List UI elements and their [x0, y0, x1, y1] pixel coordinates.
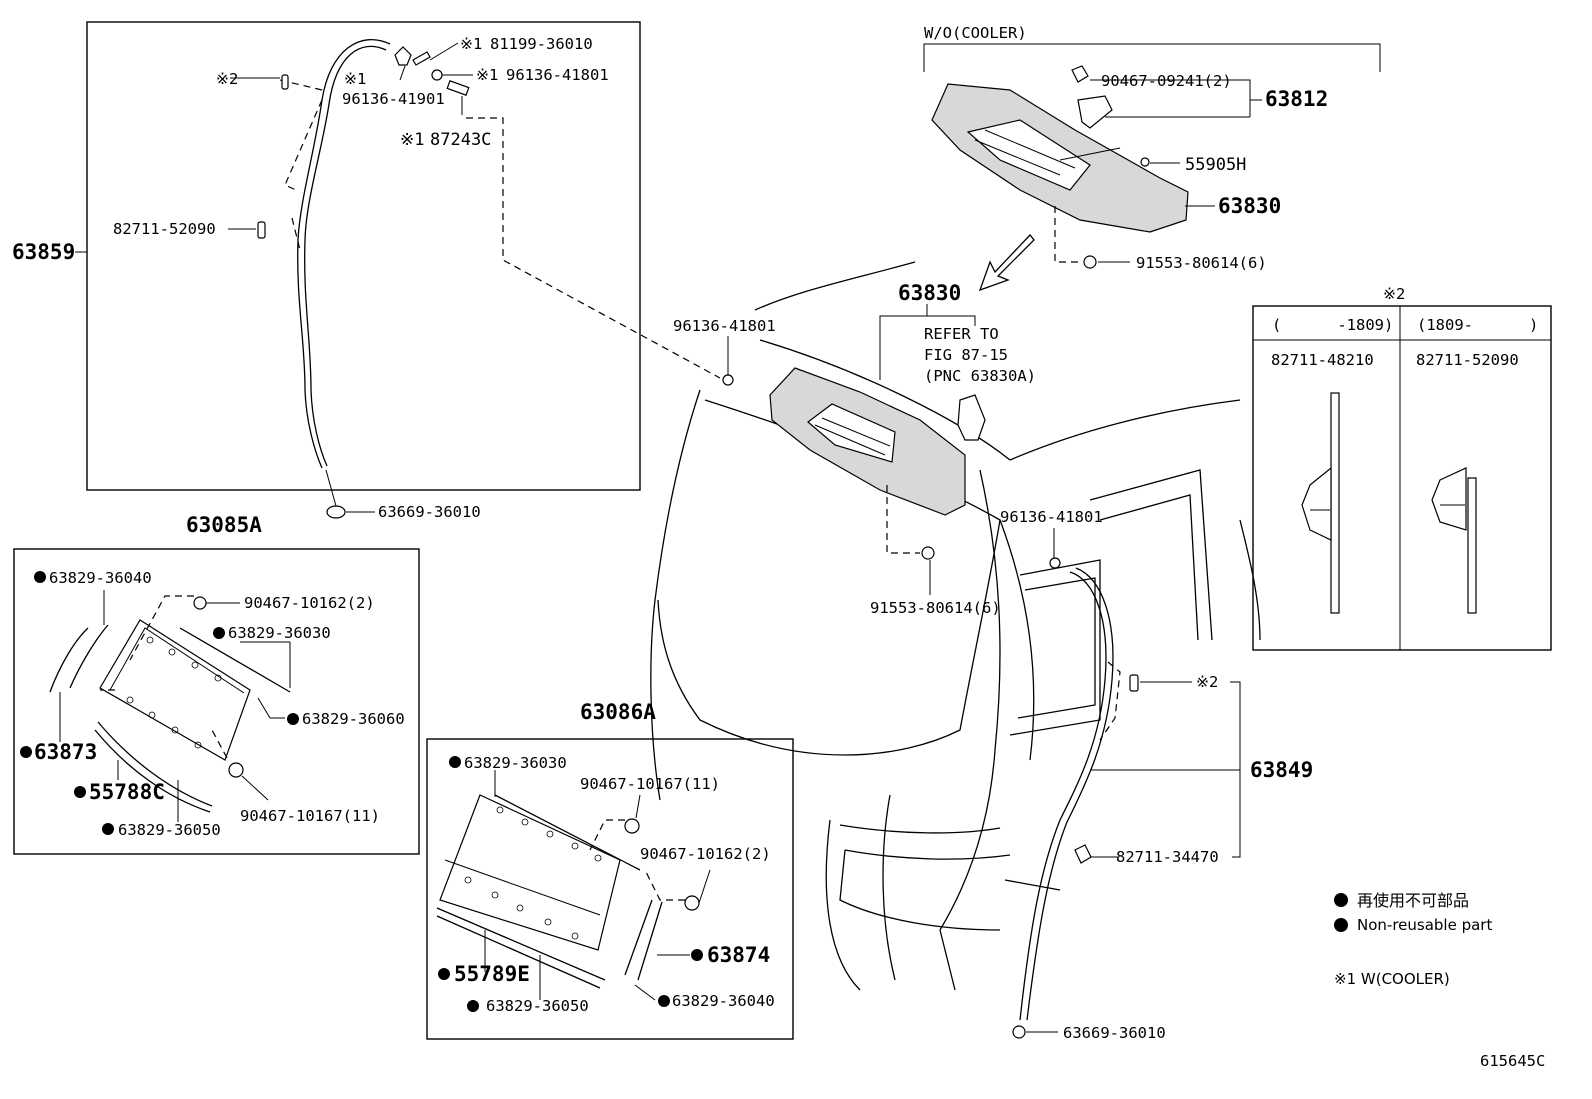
- label-63085A: 63085A: [186, 513, 262, 537]
- label-refer-to: REFER TO: [924, 325, 999, 343]
- inset-col1-part: 82711-48210: [1271, 351, 1374, 369]
- legend-bullets: [1334, 893, 1348, 932]
- inset-col1-range: ( -1809): [1272, 316, 1393, 334]
- label-91553-80614-a: 91553-80614(6): [1136, 254, 1267, 272]
- label-fig-87-15: FIG 87-15: [924, 346, 1008, 364]
- label-82711-52090-a: 82711-52090: [113, 220, 216, 238]
- label-63829-36030-b: 63829-36030: [464, 754, 567, 772]
- label-55905H: 55905H: [1185, 155, 1246, 175]
- inset-col2-part: 82711-52090: [1416, 351, 1519, 369]
- label-91553-80614-b: 91553-80614(6): [870, 599, 1001, 617]
- label-90467-10167-a: 90467-10167(11): [240, 807, 380, 825]
- label-90467-10162-a: 90467-10162(2): [244, 594, 375, 612]
- label-90467-09241: 90467-09241(2): [1101, 72, 1232, 90]
- label-96136-41801-b: 96136-41801: [673, 317, 776, 335]
- label-pnc-63830A: (PNC 63830A): [924, 367, 1036, 385]
- label-63829-36050-a: 63829-36050: [118, 821, 221, 839]
- label-63669-36010-a: 63669-36010: [378, 503, 481, 521]
- label-81199-36010: 81199-36010: [490, 35, 593, 53]
- label-63829-36050-b: 63829-36050: [486, 997, 589, 1015]
- mark-p3: ※1: [476, 66, 498, 84]
- label-note2-a: ※2: [216, 70, 238, 88]
- mark-p4: ※1: [400, 130, 424, 150]
- label-90467-10167-b: 90467-10167(11): [580, 775, 720, 793]
- label-55788C: 55788C: [89, 780, 165, 804]
- figure-id: 615645C: [1480, 1052, 1545, 1070]
- label-63830-top: 63830: [1218, 194, 1281, 218]
- label-63829-36060: 63829-36060: [302, 710, 405, 728]
- vehicle-rear: [650, 261, 1261, 1039]
- label-63812: 63812: [1265, 87, 1328, 111]
- non-reusable-bullets: [20, 571, 703, 1012]
- top-right-assembly: [923, 43, 1381, 292]
- label-63849: 63849: [1250, 758, 1313, 782]
- legend-note1: ※1 W(COOLER): [1334, 970, 1450, 988]
- mark-p2: ※1: [344, 70, 366, 88]
- label-63829-36040-a: 63829-36040: [49, 569, 152, 587]
- label-63830-center: 63830: [898, 281, 961, 305]
- label-87243C: 87243C: [430, 130, 491, 150]
- label-w-o-cooler: W/O(COOLER): [924, 24, 1027, 42]
- legend-en: Non-reusable part: [1357, 916, 1492, 934]
- label-63829-36030-a: 63829-36030: [228, 624, 331, 642]
- label-63859: 63859: [12, 240, 75, 264]
- label-63829-36040-b: 63829-36040: [672, 992, 775, 1010]
- inset-note-2: [1252, 305, 1552, 651]
- label-55789E: 55789E: [454, 962, 530, 986]
- label-90467-10162-b: 90467-10162(2): [640, 845, 771, 863]
- box-63086A: [426, 738, 794, 1040]
- inset-title: ※2: [1383, 285, 1405, 303]
- box-63859: [75, 21, 721, 519]
- label-63874: 63874: [707, 943, 770, 967]
- label-96136-41801-c: 96136-41801: [1000, 508, 1103, 526]
- label-82711-34470: 82711-34470: [1116, 848, 1219, 866]
- legend-jp: 再使用不可部品: [1357, 891, 1469, 910]
- inset-col2-range: (1809- ): [1417, 316, 1538, 334]
- label-63669-36010-b: 63669-36010: [1063, 1024, 1166, 1042]
- box-63085A: [13, 548, 420, 855]
- label-96136-41801-a: 96136-41801: [506, 66, 609, 84]
- label-63873: 63873: [34, 740, 97, 764]
- label-96136-41901: 96136-41901: [342, 90, 445, 108]
- mark-p1: ※1: [460, 35, 482, 53]
- label-63086A: 63086A: [580, 700, 656, 724]
- label-note2-b: ※2: [1196, 673, 1218, 691]
